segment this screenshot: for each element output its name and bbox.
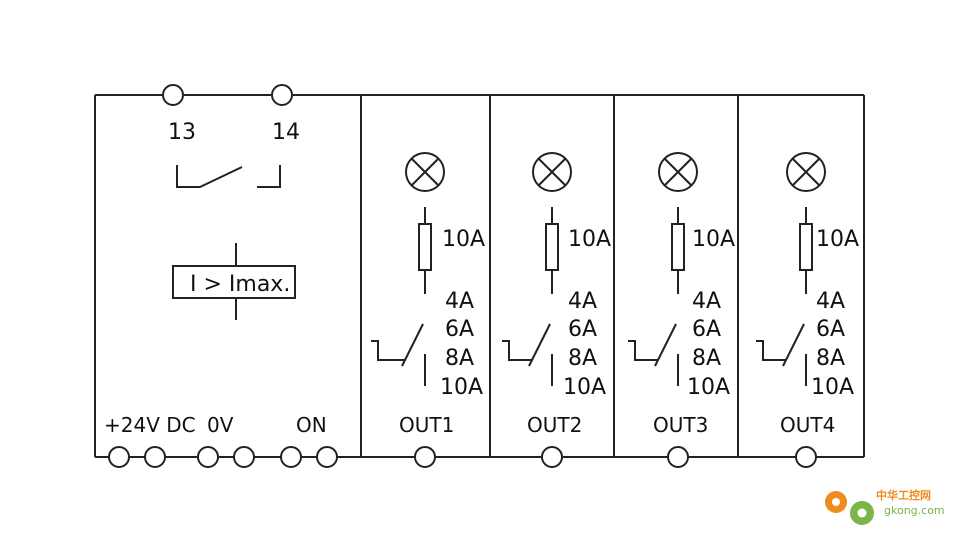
setting-label: 6A (568, 317, 597, 342)
power-terminals: +24V DC 0V ON (104, 413, 338, 468)
output-terminal (414, 446, 436, 468)
supply-label: +24V DC (104, 413, 196, 437)
fuse-icon (799, 223, 813, 271)
setting-label: 10A (687, 375, 730, 400)
setting-label: 8A (568, 346, 597, 371)
fuse-label: 10A (568, 227, 611, 252)
fuse-label: 10A (816, 227, 859, 252)
channel-out3: 10A 4A 6A 8A 10A OUT3 (628, 152, 735, 468)
watermark-brand: 中华工控网 (876, 488, 931, 502)
lamp-icon (658, 152, 698, 192)
fuse-label: 10A (442, 227, 485, 252)
overcurrent-label: I > Imax. (190, 272, 290, 297)
output-label: OUT3 (653, 413, 708, 437)
setting-label: 6A (816, 317, 845, 342)
overcurrent-indicator: I > Imax. (172, 243, 296, 320)
output-label: OUT4 (780, 413, 835, 437)
breaker-switch-icon (756, 323, 807, 386)
relay-switch-symbol (176, 165, 243, 188)
breaker-switch-icon (371, 323, 426, 386)
channel-out4: 10A 4A 6A 8A 10A OUT4 (756, 152, 859, 468)
output-terminal (795, 446, 817, 468)
setting-label: 10A (811, 375, 854, 400)
lamp-icon (786, 152, 826, 192)
terminal-13-label: 13 (168, 120, 196, 145)
watermark: 中华工控网 gkong.com (825, 488, 945, 525)
output-terminal (541, 446, 563, 468)
lamp-icon (405, 152, 445, 192)
setting-label: 6A (692, 317, 721, 342)
relay-contact: 13 14 (162, 84, 300, 188)
terminal-enable-2 (316, 446, 338, 468)
setting-label: 4A (816, 289, 845, 314)
setting-label: 8A (816, 346, 845, 371)
module-frame (94, 94, 865, 458)
terminal-13 (162, 84, 184, 106)
setting-label: 4A (692, 289, 721, 314)
terminal-ground-1 (197, 446, 219, 468)
gear-icon (825, 491, 874, 525)
setting-label: 4A (568, 289, 597, 314)
setting-label: 6A (445, 317, 474, 342)
ground-label: 0V (207, 413, 234, 437)
setting-label: 8A (445, 346, 474, 371)
relay-switch-return (257, 165, 281, 188)
channel-out2: 10A 4A 6A 8A 10A OUT2 (502, 152, 611, 468)
setting-label: 8A (692, 346, 721, 371)
setting-label: 4A (445, 289, 474, 314)
channel-out1: 10A 4A 6A 8A 10A OUT1 (371, 152, 485, 468)
setting-label: 10A (563, 375, 606, 400)
setting-label: 10A (440, 375, 483, 400)
fuse-icon (545, 223, 559, 271)
enable-label: ON (296, 413, 327, 437)
breaker-switch-icon (502, 323, 553, 386)
fuse-icon (418, 223, 432, 271)
fuse-icon (671, 223, 685, 271)
output-label: OUT2 (527, 413, 582, 437)
terminal-supply-1 (108, 446, 130, 468)
terminal-ground-2 (233, 446, 255, 468)
output-terminal (667, 446, 689, 468)
lamp-icon (532, 152, 572, 192)
breaker-switch-icon (628, 323, 679, 386)
terminal-14 (271, 84, 293, 106)
fuse-label: 10A (692, 227, 735, 252)
output-label: OUT1 (399, 413, 454, 437)
terminal-enable-1 (280, 446, 302, 468)
terminal-supply-2 (144, 446, 166, 468)
watermark-url: gkong.com (884, 504, 945, 517)
terminal-14-label: 14 (272, 120, 300, 145)
